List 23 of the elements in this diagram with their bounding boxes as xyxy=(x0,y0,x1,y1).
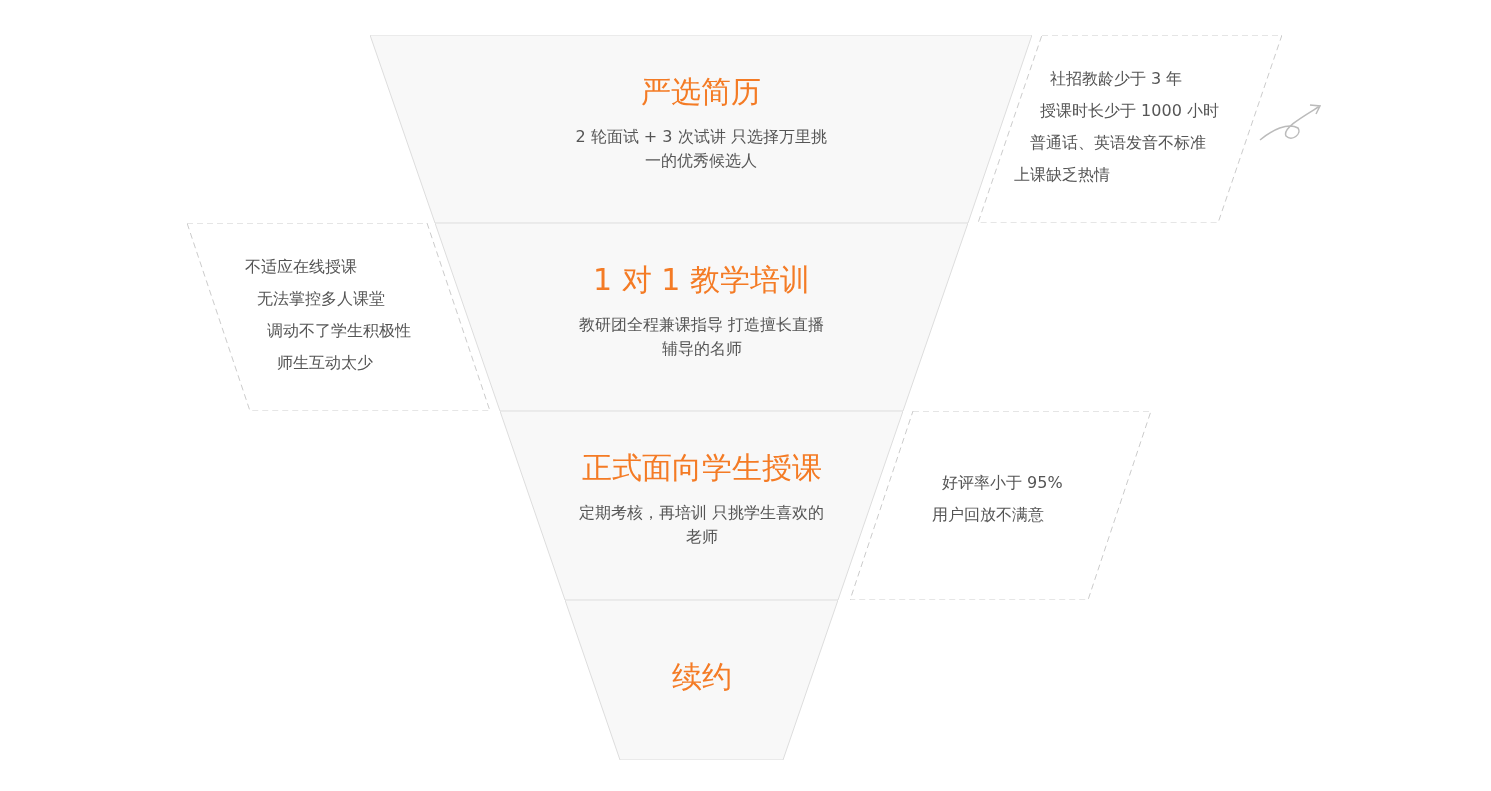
criteria-text: 好评率小于 95% xyxy=(942,473,1063,493)
criteria-text: 调动不了学生积极性 xyxy=(267,321,411,341)
criteria-text: 上课缺乏热情 xyxy=(1014,165,1110,185)
stage-title: 续约 xyxy=(671,658,732,696)
stage-title: 严选简历 xyxy=(641,73,761,111)
criteria-text: 授课时长少于 1000 小时 xyxy=(1040,101,1219,121)
stage-description: 定期考核，再培训 只挑学生喜欢的老师 xyxy=(577,502,826,548)
funnel-stage xyxy=(565,600,838,760)
criteria-text: 无法掌控多人课堂 xyxy=(257,289,385,309)
criteria-panel xyxy=(187,223,490,411)
criteria-text: 师生互动太少 xyxy=(277,353,373,373)
criteria-panel xyxy=(978,35,1282,223)
criteria-text: 普通话、英语发音不标准 xyxy=(1030,133,1206,153)
criteria-panel xyxy=(850,411,1151,600)
stage-description: 2 轮面试 + 3 次试讲 只选择万里挑一的优秀候选人 xyxy=(574,126,828,172)
stage-title: 1 对 1 教学培训 xyxy=(593,261,810,299)
criteria-text: 不适应在线授课 xyxy=(245,257,357,277)
stage-description: 教研团全程兼课指导 打造擅长直播辅导的名师 xyxy=(577,314,826,360)
criteria-text: 用户回放不满意 xyxy=(932,505,1044,525)
funnel-stage xyxy=(500,411,903,600)
criteria-text: 社招教龄少于 3 年 xyxy=(1050,69,1183,89)
stage-title: 正式面向学生授课 xyxy=(581,449,822,487)
funnel-stage xyxy=(435,223,968,411)
